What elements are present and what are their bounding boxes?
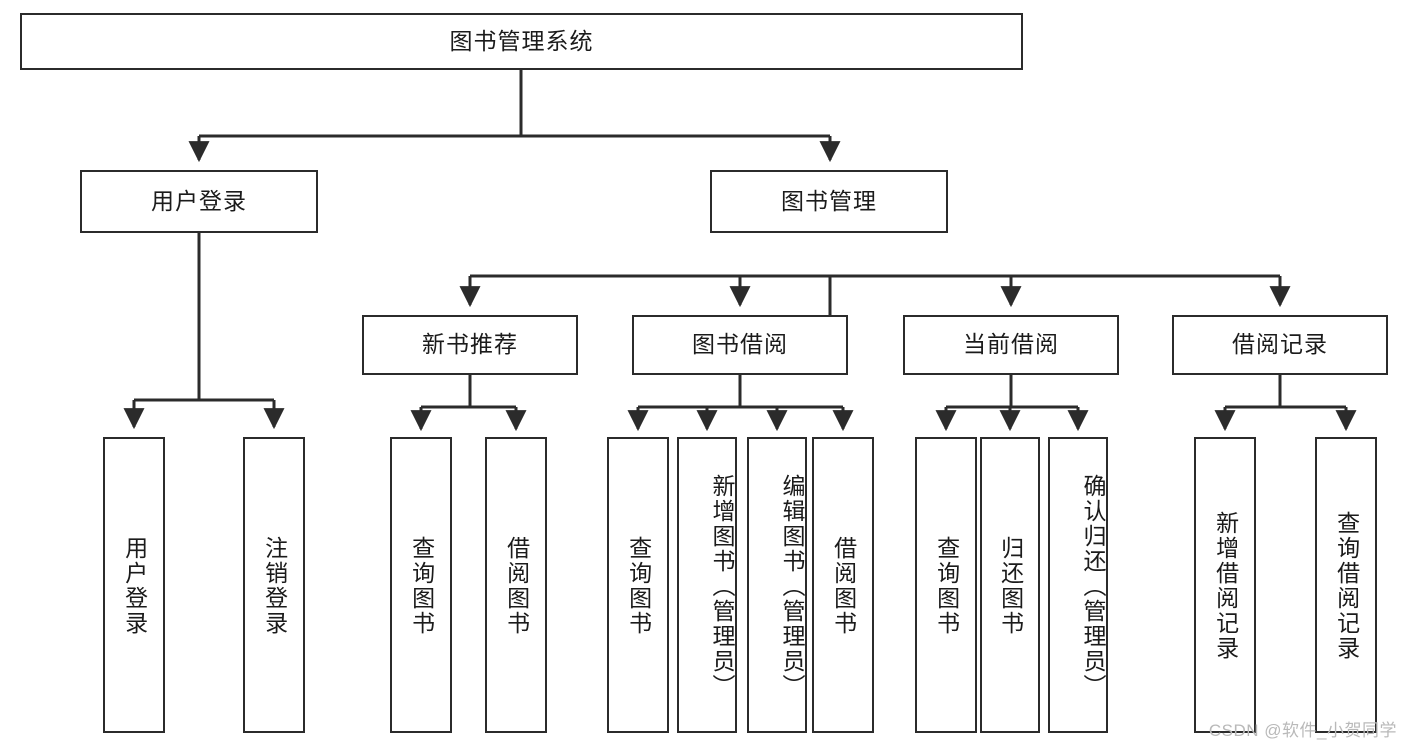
node-leaf-query-book-borrow-label: 查询图书 bbox=[625, 536, 652, 636]
node-current-borrow-label: 当前借阅 bbox=[963, 331, 1059, 358]
node-leaf-confirm-return-admin[interactable]: 确认归还（管理员） bbox=[1048, 437, 1108, 733]
node-leaf-query-book-recommend-label: 查询图书 bbox=[408, 536, 435, 636]
node-current-borrow[interactable]: 当前借阅 bbox=[903, 315, 1119, 375]
node-leaf-edit-book-admin[interactable]: 编辑图书（管理员） bbox=[747, 437, 807, 733]
node-leaf-logout[interactable]: 注销登录 bbox=[243, 437, 305, 733]
node-leaf-edit-book-admin-label: 编辑图书（管理员） bbox=[779, 473, 805, 699]
node-leaf-logout-label: 注销登录 bbox=[261, 536, 288, 636]
node-leaf-query-book-current[interactable]: 查询图书 bbox=[915, 437, 977, 733]
node-leaf-add-borrow-record-label: 新增借阅记录 bbox=[1212, 511, 1239, 661]
node-book-manage[interactable]: 图书管理 bbox=[710, 170, 948, 233]
node-leaf-query-book-borrow[interactable]: 查询图书 bbox=[607, 437, 669, 733]
node-book-borrow[interactable]: 图书借阅 bbox=[632, 315, 848, 375]
node-root-label: 图书管理系统 bbox=[449, 27, 594, 54]
node-leaf-return-book-label: 归还图书 bbox=[997, 536, 1024, 636]
node-book-manage-label: 图书管理 bbox=[781, 187, 877, 214]
node-leaf-borrow-book-label: 借阅图书 bbox=[830, 536, 857, 636]
node-new-book-recommend-label: 新书推荐 bbox=[422, 331, 518, 358]
node-leaf-borrow-book-recommend[interactable]: 借阅图书 bbox=[485, 437, 547, 733]
node-root[interactable]: 图书管理系统 bbox=[20, 13, 1023, 70]
node-borrow-record[interactable]: 借阅记录 bbox=[1172, 315, 1388, 375]
node-leaf-query-book-current-label: 查询图书 bbox=[933, 536, 960, 636]
node-leaf-borrow-book-recommend-label: 借阅图书 bbox=[503, 536, 530, 636]
node-leaf-query-borrow-record[interactable]: 查询借阅记录 bbox=[1315, 437, 1377, 733]
node-leaf-query-book-recommend[interactable]: 查询图书 bbox=[390, 437, 452, 733]
node-leaf-query-borrow-record-label: 查询借阅记录 bbox=[1333, 511, 1360, 661]
node-book-borrow-label: 图书借阅 bbox=[692, 331, 788, 358]
node-leaf-add-book-admin[interactable]: 新增图书（管理员） bbox=[677, 437, 737, 733]
node-leaf-confirm-return-admin-label: 确认归还（管理员） bbox=[1080, 473, 1106, 699]
node-new-book-recommend[interactable]: 新书推荐 bbox=[362, 315, 578, 375]
node-leaf-user-login-label: 用户登录 bbox=[121, 536, 148, 636]
node-borrow-record-label: 借阅记录 bbox=[1232, 331, 1328, 358]
node-leaf-add-book-admin-label: 新增图书（管理员） bbox=[709, 473, 735, 699]
node-leaf-user-login[interactable]: 用户登录 bbox=[103, 437, 165, 733]
node-leaf-return-book[interactable]: 归还图书 bbox=[980, 437, 1040, 733]
node-user-login-label: 用户登录 bbox=[151, 187, 247, 214]
node-leaf-add-borrow-record[interactable]: 新增借阅记录 bbox=[1194, 437, 1256, 733]
node-user-login[interactable]: 用户登录 bbox=[80, 170, 318, 233]
node-leaf-borrow-book[interactable]: 借阅图书 bbox=[812, 437, 874, 733]
